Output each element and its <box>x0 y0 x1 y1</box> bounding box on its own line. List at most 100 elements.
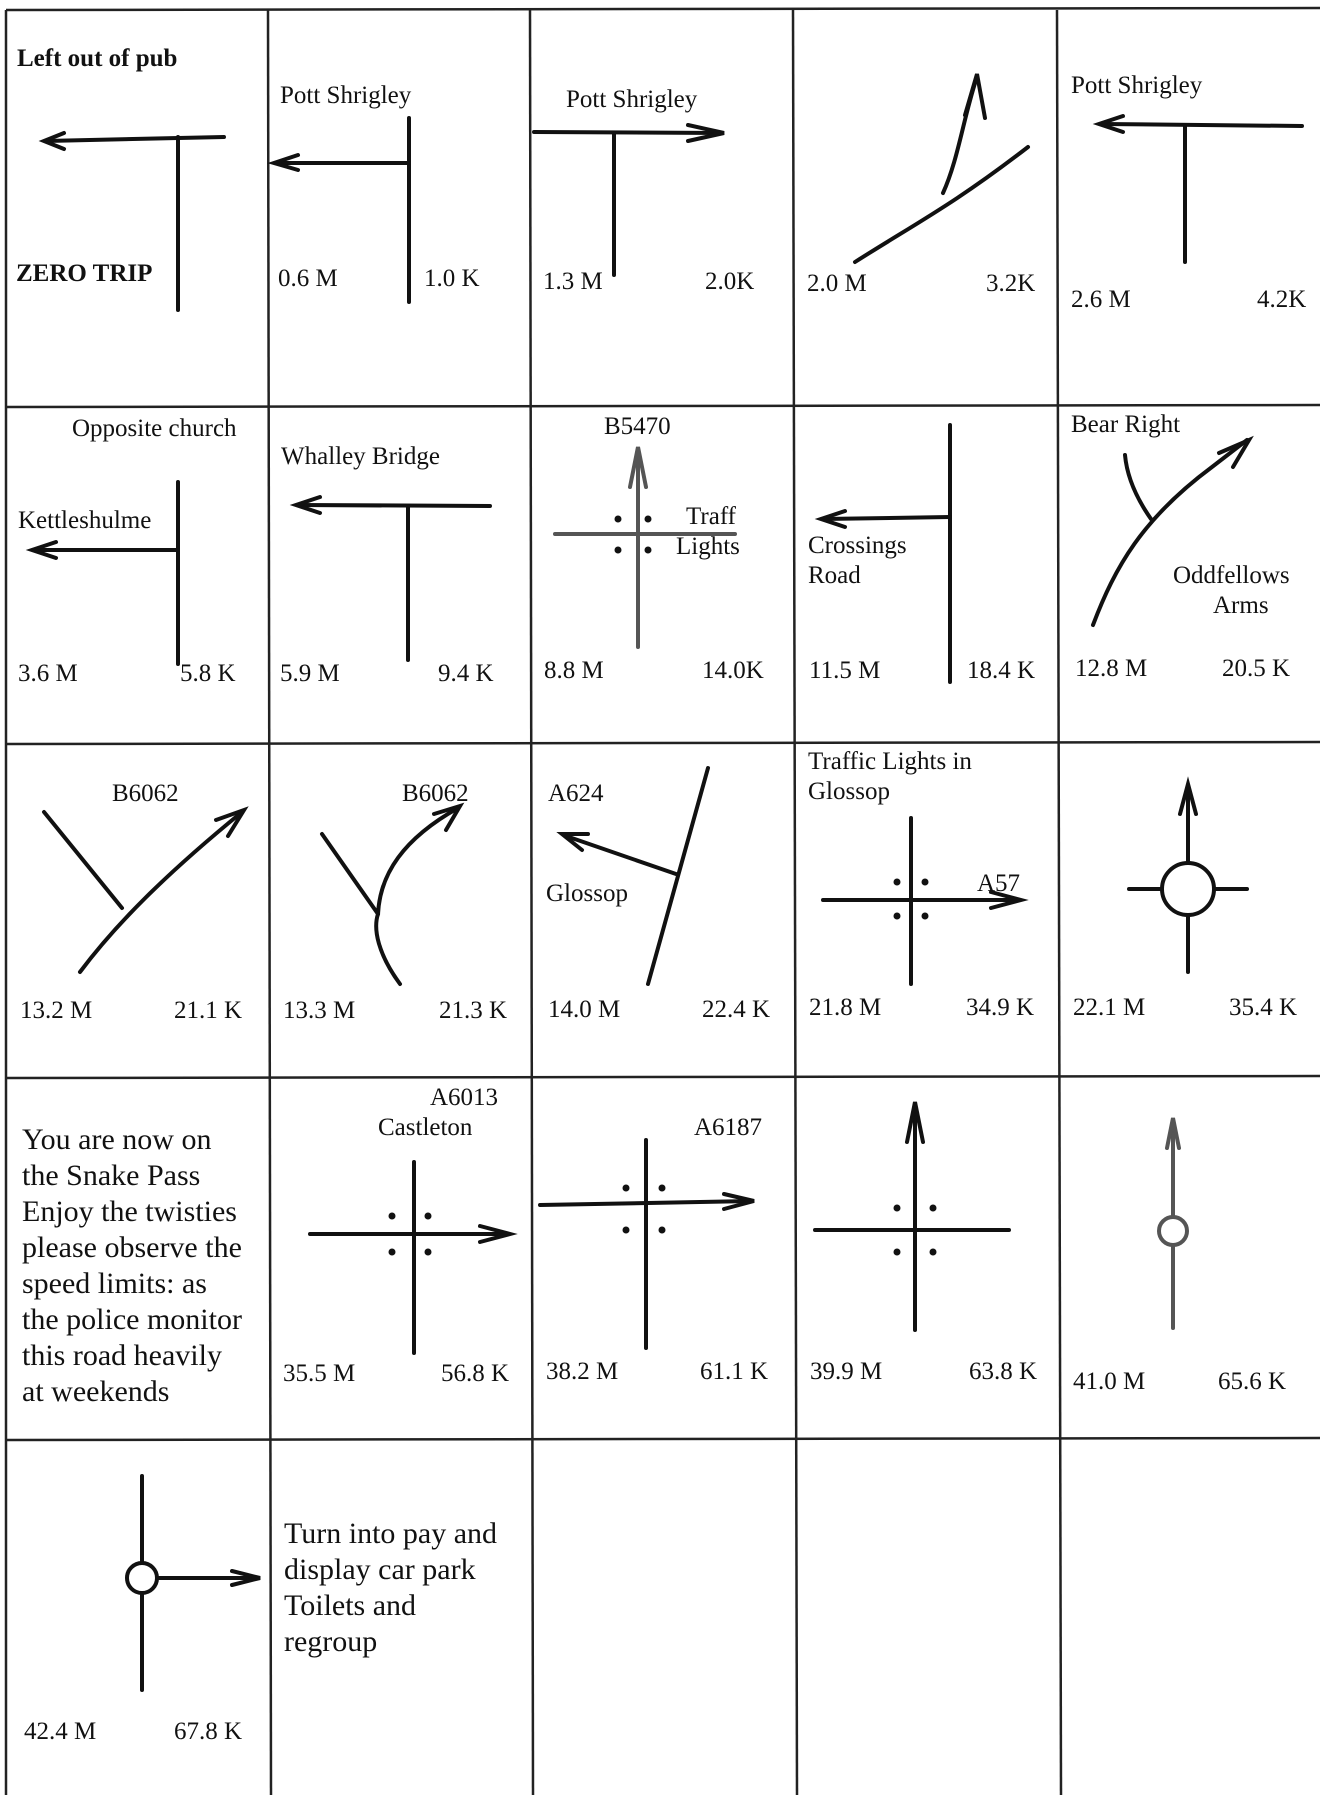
route-cell-7: Whalley Bridge 5.9 M 9.4 K <box>268 407 530 744</box>
cell-top-label: Pott Shrigley <box>566 86 698 113</box>
roundabout-right-arrow-icon <box>125 1474 261 1692</box>
miles-value: 13.3 M <box>283 997 356 1024</box>
route-cell-9: Crossings Road 11.5 M 18.4 K <box>793 407 1057 744</box>
left-turn-arrow-icon <box>38 131 226 312</box>
note-line: this road heavily <box>22 1339 222 1372</box>
km-value: 67.8 K <box>174 1718 243 1745</box>
miles-value: 1.3 M <box>543 268 603 295</box>
miles-value: 21.8 M <box>809 994 882 1021</box>
note-line: You are now on <box>22 1123 212 1156</box>
km-value: 14.0K <box>702 657 764 684</box>
miles-value: 3.6 M <box>18 660 78 687</box>
cell-top-label: Castleton <box>378 1114 473 1141</box>
km-value: 63.8 K <box>969 1358 1038 1385</box>
cell-top-label: B5470 <box>604 413 671 440</box>
empty-cell <box>1057 1440 1320 1795</box>
finish-note: Turn into pay and display car park Toile… <box>284 1516 497 1660</box>
traffic-lights-right-arrow-icon <box>821 816 1029 986</box>
km-value: 61.1 K <box>700 1358 769 1385</box>
cell-top-label: A6187 <box>694 1114 763 1141</box>
miles-value: 0.6 M <box>278 265 338 292</box>
route-cell-17: A6013 Castleton 35.5 M 56.8 K <box>268 1078 530 1440</box>
empty-cell <box>530 1440 793 1795</box>
route-cell-21: 42.4 M 67.8 K <box>6 1440 268 1795</box>
km-value: 34.9 K <box>966 994 1035 1021</box>
cell-top-label: Bear Right <box>1071 411 1181 438</box>
cell-top-label: A6013 <box>430 1084 499 1111</box>
miles-value: 5.9 M <box>280 660 340 687</box>
cell-top-label: B6062 <box>402 780 469 807</box>
route-cell-2: Pott Shrigley 0.6 M 1.0 K <box>267 10 530 407</box>
cell-top-label: B6062 <box>112 780 179 807</box>
route-cell-3: Pott Shrigley 1.3 M 2.0K <box>530 10 793 407</box>
cell-side-label: Oddfellows <box>1173 562 1290 589</box>
route-cell-16: You are now on the Snake Pass Enjoy the … <box>6 1078 268 1440</box>
cell-side-label: Crossings <box>808 532 907 559</box>
note-line: Toilets and <box>284 1589 417 1622</box>
route-cell-8: B5470 Traff Lights 8.8 M 14.0K <box>530 407 793 744</box>
cell-side-label: Arms <box>1213 592 1269 619</box>
cell-top-label: Traffic Lights in <box>808 748 972 775</box>
cell-side-label: A57 <box>977 870 1021 897</box>
miles-value: 14.0 M <box>548 996 621 1023</box>
traffic-lights-right-arrow-icon <box>538 1138 755 1350</box>
km-value: 2.0K <box>705 268 755 295</box>
route-cell-14: Traffic Lights in Glossop A57 21.8 M 34.… <box>793 744 1057 1078</box>
note-line: speed limits: as <box>22 1267 207 1300</box>
route-cell-1: Left out of pub ZERO TRIP <box>6 10 268 407</box>
km-value: 18.4 K <box>967 657 1036 684</box>
right-turn-arrow-icon <box>532 123 725 277</box>
miles-value: 22.1 M <box>1073 994 1146 1021</box>
fork-right-arrow-icon <box>42 806 249 974</box>
left-turn-arrow-icon <box>267 116 411 304</box>
cell-side-label: Glossop <box>546 880 628 907</box>
cell-side-label: Kettleshulme <box>18 507 152 534</box>
note-line: the police monitor <box>22 1303 242 1336</box>
route-cell-22: Turn into pay and display car park Toile… <box>268 1440 530 1795</box>
miles-value: 12.8 M <box>1075 655 1148 682</box>
left-turn-arrow-icon <box>25 480 180 666</box>
traffic-lights-straight-on-icon <box>553 446 737 649</box>
miles-value: 39.9 M <box>810 1358 883 1385</box>
route-cell-13: A624 Glossop 14.0 M 22.4 K <box>530 744 793 1078</box>
cell-top-label: Left out of pub <box>17 45 178 72</box>
route-cell-18: A6187 38.2 M 61.1 K <box>530 1078 793 1440</box>
km-value: 5.8 K <box>180 660 236 687</box>
left-turn-arrow-icon <box>1092 114 1304 264</box>
cell-top-label: Whalley Bridge <box>281 443 440 470</box>
note-line: Enjoy the twisties <box>22 1195 237 1228</box>
km-value: 1.0 K <box>424 265 480 292</box>
cell-top-label: Pott Shrigley <box>280 82 412 109</box>
cell-top-label: Glossop <box>808 778 890 805</box>
km-value: 4.2K <box>1257 286 1307 313</box>
traffic-lights-right-arrow-icon <box>308 1160 518 1355</box>
bear-right-arrow-icon <box>1091 435 1254 627</box>
roundabout-straight-on-icon <box>1157 1117 1189 1330</box>
note-line: at weekends <box>22 1375 170 1408</box>
km-value: 56.8 K <box>441 1360 510 1387</box>
route-cell-20: 41.0 M 65.6 K <box>1057 1078 1320 1440</box>
note-line: display car park <box>284 1553 476 1586</box>
route-cell-15: 22.1 M 35.4 K <box>1057 744 1320 1078</box>
miles-value: 13.2 M <box>20 997 93 1024</box>
miles-value: 35.5 M <box>283 1360 356 1387</box>
cell-side-label: Road <box>808 562 861 589</box>
route-cell-11: B6062 13.2 M 21.1 K <box>6 744 268 1078</box>
miles-value: 38.2 M <box>546 1358 619 1385</box>
fork-right-arrow-icon <box>320 802 465 986</box>
cell-top-label: Opposite church <box>72 415 237 442</box>
route-cell-12: B6062 13.3 M 21.3 K <box>268 744 530 1078</box>
empty-cell <box>793 1440 1057 1795</box>
cell-top-label: Pott Shrigley <box>1071 72 1203 99</box>
km-value: 3.2K <box>986 270 1036 297</box>
miles-value: 2.0 M <box>807 270 867 297</box>
left-turn-arrow-icon <box>289 495 492 662</box>
miles-value: 42.4 M <box>24 1718 97 1745</box>
note-line: regroup <box>284 1625 378 1658</box>
cell-side-label: Traff <box>686 503 737 530</box>
km-value: 20.5 K <box>1222 655 1291 682</box>
km-value: 21.3 K <box>439 997 508 1024</box>
traffic-lights-straight-on-icon <box>813 1101 1011 1332</box>
